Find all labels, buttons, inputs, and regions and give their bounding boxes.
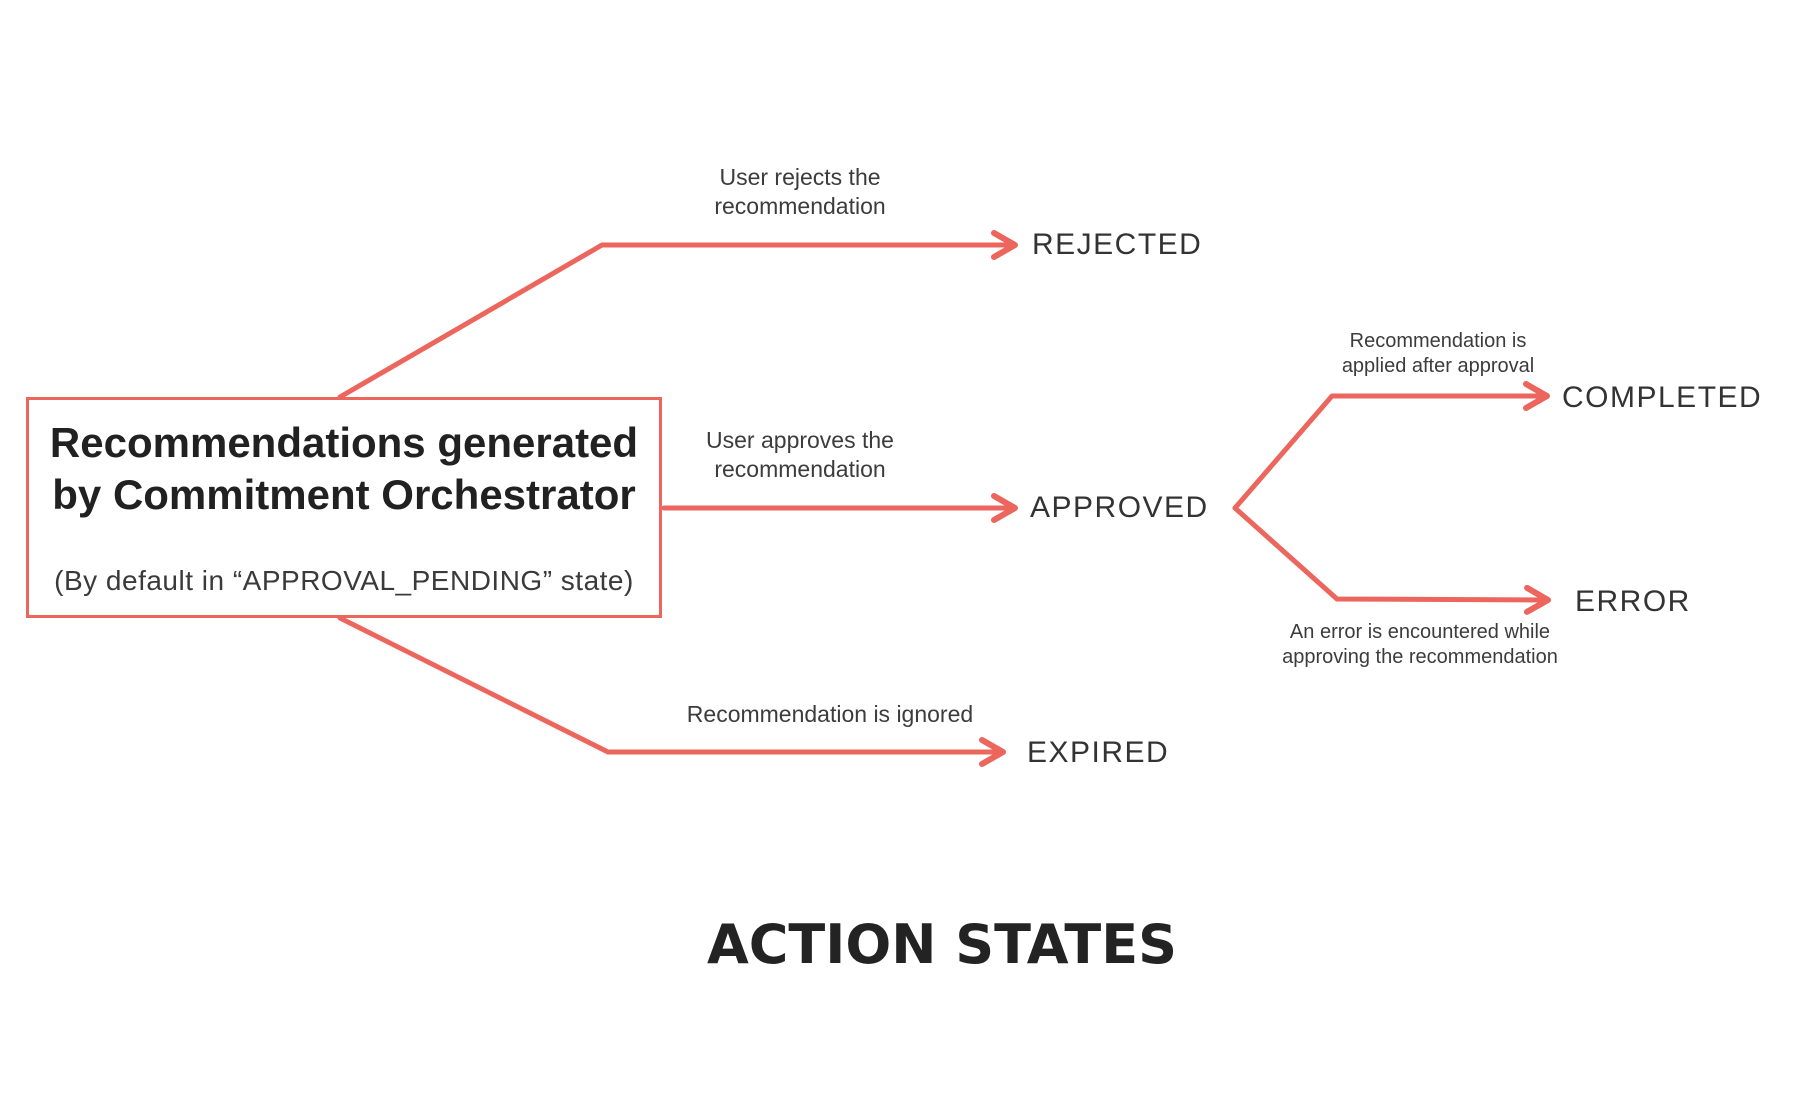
edge-label-rejected: User rejects the recommendation bbox=[714, 164, 886, 219]
edge-to-expired bbox=[337, 615, 1006, 767]
edge-to-completed bbox=[1232, 381, 1550, 511]
edge-label-error: An error is encountered while approving … bbox=[1282, 621, 1558, 668]
state-completed: COMPLETED bbox=[1562, 381, 1763, 414]
state-expired: EXPIRED bbox=[1027, 736, 1170, 769]
edge-to-error bbox=[1232, 505, 1551, 615]
source-box-title: Recommendations generated by Commitment … bbox=[49, 419, 639, 518]
source-box-subtitle: (By default in “APPROVAL_PENDING” state) bbox=[54, 565, 634, 596]
edge-label-completed: Recommendation is applied after approval bbox=[1341, 330, 1535, 377]
state-approved: APPROVED bbox=[1030, 491, 1209, 524]
state-rejected: REJECTED bbox=[1032, 228, 1203, 261]
edge-label-approved: User approves the recommendation bbox=[706, 427, 894, 482]
source-box: Recommendations generated by Commitment … bbox=[26, 397, 662, 618]
diagram-title: ACTION STATES bbox=[707, 913, 1177, 976]
edge-to-rejected bbox=[337, 230, 1018, 400]
state-error: ERROR bbox=[1575, 585, 1691, 618]
edge-label-expired: Recommendation is ignored bbox=[686, 701, 974, 727]
